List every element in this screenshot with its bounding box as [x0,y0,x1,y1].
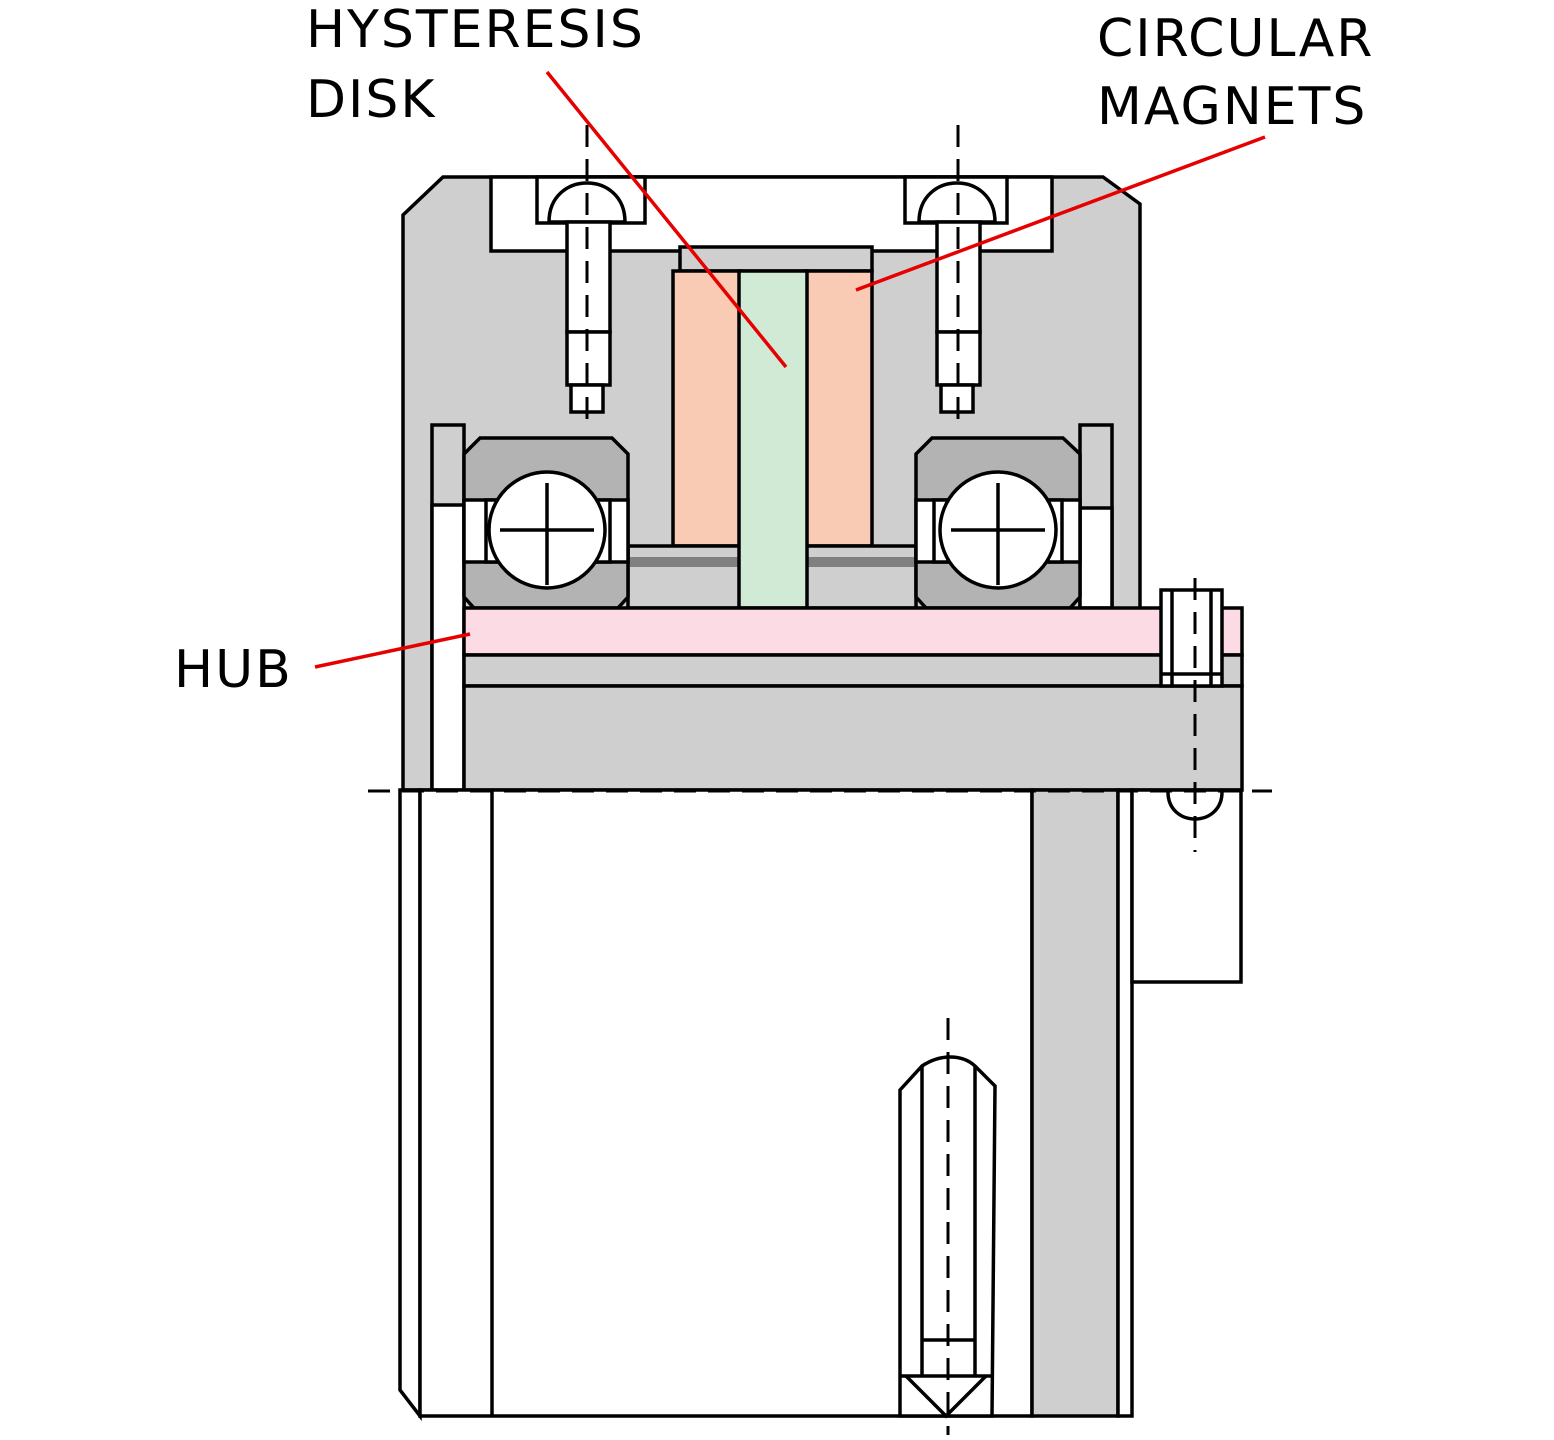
right-bearing [914,436,1082,610]
lower-right-rim [1116,788,1134,1418]
right-snap-ring [1078,506,1114,610]
lower-right-wall [1030,788,1120,1418]
hub [462,606,1244,657]
label-hysteresis-line1: HYSTERESIS [306,0,645,60]
hysteresis-leader [545,70,788,369]
lower-left-wall [398,788,422,1422]
lower-flange-tab [1130,788,1243,984]
left-snap-ring [430,503,466,792]
label-hysteresis-line2: DISK [306,70,436,130]
magnets-leader [855,135,1266,292]
hub-leader [314,632,471,669]
magnet-carrier [678,245,874,273]
hysteresis-disk [737,269,809,610]
label-magnets-line2: MAGNETS [1097,77,1367,137]
hub-set-screw [1159,588,1224,688]
label-magnets-line1: CIRCULAR [1097,9,1374,69]
hub-step [462,653,1244,688]
left-bearing [462,436,630,610]
circular-magnet-right [804,269,874,548]
circular-magnet-left [671,269,743,548]
hub-flange [462,684,1244,792]
label-hub: HUB [174,640,293,700]
